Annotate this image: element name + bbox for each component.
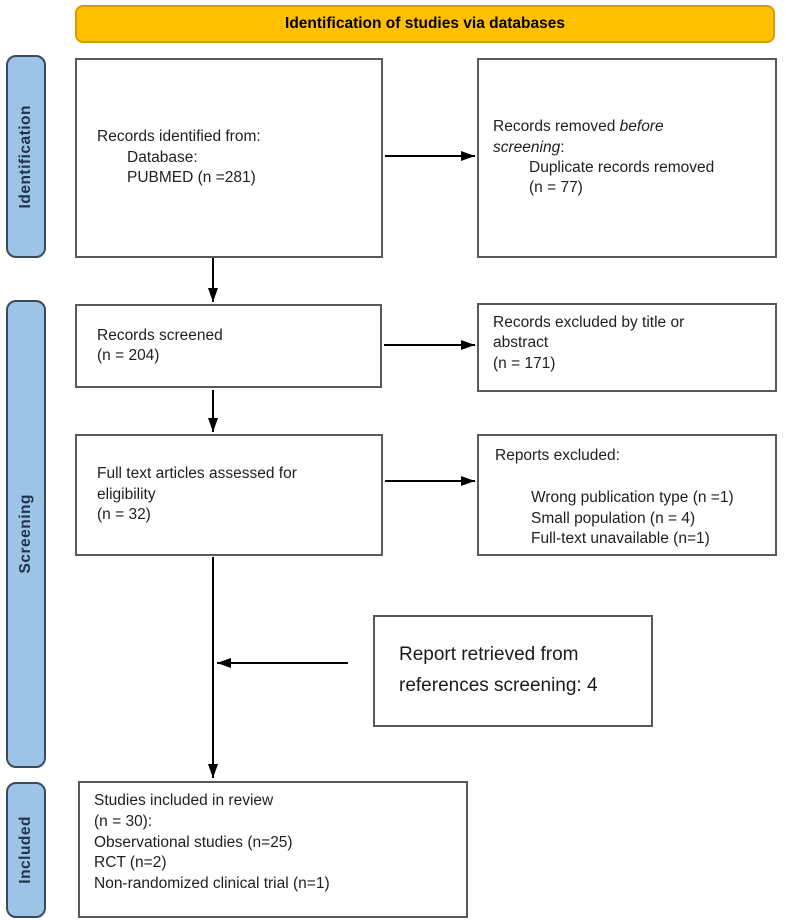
studies-included-line1: Studies included in review [94, 792, 274, 809]
records-identified-line2: Database: [127, 148, 198, 166]
records-removed-line1-italic: before [619, 118, 664, 136]
records-removed-line1-normal: Records removed [493, 118, 620, 136]
box-records-identified: Records identified from: Database: PUBME… [75, 58, 383, 258]
stage-label-screening: Screening [17, 494, 34, 574]
stage-label-included: Included [17, 816, 34, 884]
box-records-screened: Records screened (n = 204) [75, 304, 382, 388]
records-removed-line2: screening: [493, 138, 769, 158]
records-removed-line2-italic: screening [493, 138, 561, 156]
studies-included-line3: Observational studies (n=25) [94, 833, 293, 851]
fulltext-assessed-line3: (n = 32) [97, 506, 151, 524]
box-studies-included: Studies included in review (n = 30): Obs… [78, 781, 468, 918]
fulltext-assessed-line1: Full text articles assessed for [97, 465, 297, 483]
records-removed-line2-colon: : [560, 138, 565, 156]
reports-excluded-item1: Wrong publication type (n =1) [531, 489, 734, 507]
records-removed-line1: Records removed before [493, 117, 769, 137]
stage-ribbon-identification: Identification [6, 55, 46, 258]
banner-label: Identification of studies via databases [285, 15, 565, 32]
records-excluded-line3: (n = 171) [493, 354, 556, 372]
studies-included-line2: (n = 30): [94, 812, 153, 830]
report-retrieved-line1: Report retrieved from [399, 644, 579, 666]
records-screened-line1: Records screened [97, 326, 223, 344]
reports-excluded-heading: Reports excluded: [495, 447, 620, 464]
stage-label-identification: Identification [17, 104, 34, 209]
box-records-excluded: Records excluded by title or abstract (n… [477, 303, 777, 392]
records-screened-line2: (n = 204) [97, 347, 160, 364]
records-identified-line3: PUBMED (n =281) [127, 169, 256, 187]
records-removed-line4: (n = 77) [529, 179, 583, 197]
records-removed-line3: Duplicate records removed [529, 159, 715, 176]
stage-ribbon-screening: Screening [6, 300, 46, 768]
box-report-retrieved: Report retrieved from references screeni… [373, 615, 653, 727]
records-identified-line1: Records identified from: [97, 128, 261, 146]
reports-excluded-item3: Full-text unavailable (n=1) [531, 530, 710, 548]
box-records-removed: Records removed before screening: Duplic… [477, 58, 777, 258]
records-excluded-line1: Records excluded by title or [493, 314, 685, 331]
stage-ribbon-included: Included [6, 782, 46, 918]
studies-included-line5: Non-randomized clinical trial (n=1) [94, 875, 330, 893]
records-excluded-line2: abstract [493, 334, 549, 352]
reports-excluded-item2: Small population (n = 4) [531, 509, 696, 527]
report-retrieved-line2: references screening: 4 [399, 675, 598, 696]
studies-included-line4: RCT (n=2) [94, 854, 167, 872]
box-reports-excluded: Reports excluded: Wrong publication type… [477, 434, 777, 556]
fulltext-assessed-line2: eligibility [97, 485, 156, 503]
banner-identification-via-databases: Identification of studies via databases [75, 5, 775, 43]
box-fulltext-assessed: Full text articles assessed for eligibil… [75, 434, 383, 556]
